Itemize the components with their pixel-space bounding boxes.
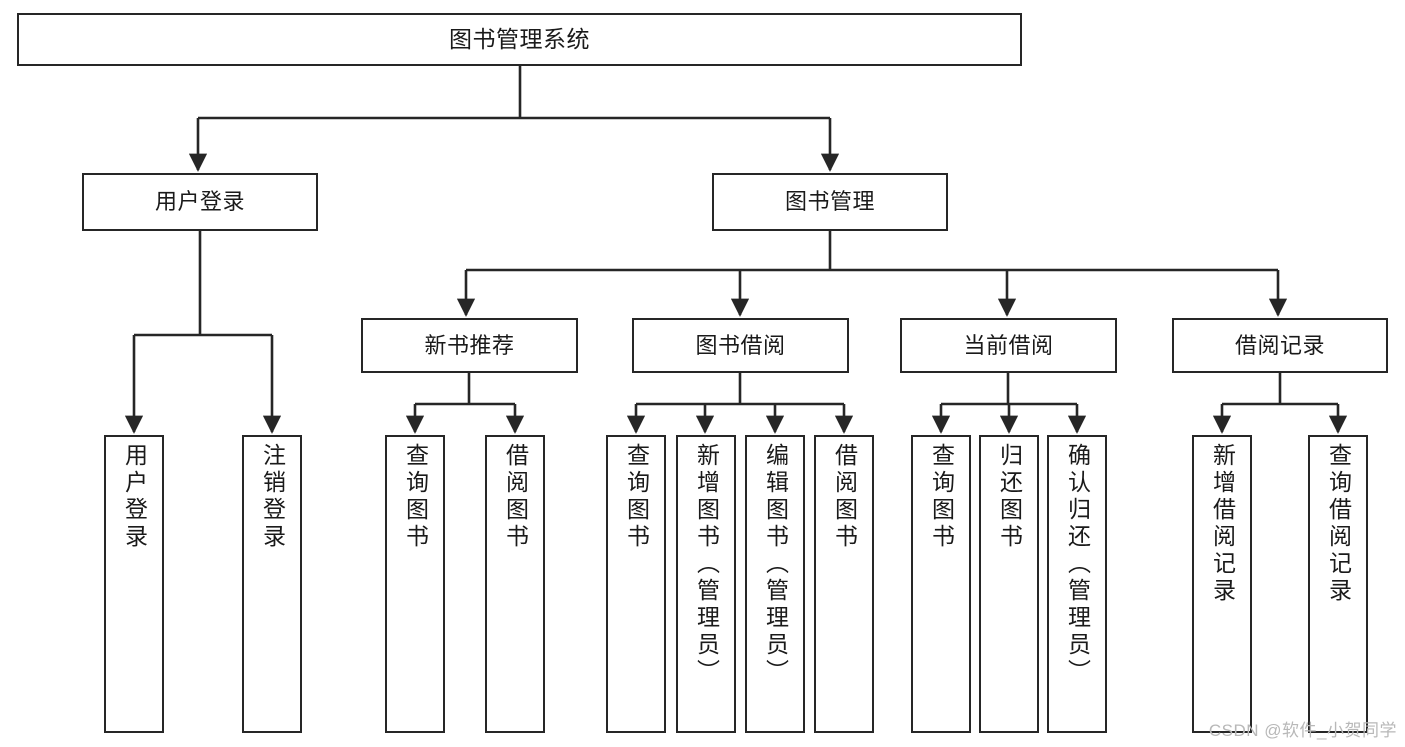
node-label: 新增借阅记录: [1209, 443, 1236, 605]
node-user-login[interactable]: 用户登录: [82, 173, 318, 231]
leaf-query-book-recommend[interactable]: 查询图书: [385, 435, 445, 733]
node-label: 当前借阅: [963, 332, 1054, 358]
node-label: 查询图书: [928, 443, 955, 551]
leaf-query-book-current[interactable]: 查询图书: [911, 435, 971, 733]
node-label: 借阅图书: [502, 443, 529, 551]
node-label: 查询图书: [623, 443, 650, 551]
node-label: 查询图书: [402, 443, 429, 551]
node-label: 注销登录: [259, 443, 286, 551]
node-borrow-record[interactable]: 借阅记录: [1172, 318, 1388, 373]
node-book-management[interactable]: 图书管理: [712, 173, 948, 231]
node-new-book-recommend[interactable]: 新书推荐: [361, 318, 578, 373]
node-label: 查询借阅记录: [1325, 443, 1352, 605]
node-label: 图书管理系统: [449, 25, 590, 52]
node-label: 用户登录: [154, 189, 245, 215]
node-label: 归还图书: [996, 443, 1023, 551]
leaf-borrow-book-recommend[interactable]: 借阅图书: [485, 435, 545, 733]
node-current-borrow[interactable]: 当前借阅: [900, 318, 1117, 373]
csdn-watermark: CSDN @软件_小贺同学: [1208, 721, 1397, 740]
node-label: 新书推荐: [424, 332, 515, 358]
leaf-logout[interactable]: 注销登录: [242, 435, 302, 733]
leaf-add-book-admin[interactable]: 新增图书（管理员）: [676, 435, 736, 733]
node-root-book-management-system[interactable]: 图书管理系统: [17, 13, 1022, 66]
node-book-borrow[interactable]: 图书借阅: [632, 318, 849, 373]
node-label: 图书管理: [784, 189, 875, 215]
leaf-query-book-borrow[interactable]: 查询图书: [606, 435, 666, 733]
node-label: 图书借阅: [695, 332, 786, 358]
leaf-borrow-book[interactable]: 借阅图书: [814, 435, 874, 733]
leaf-confirm-return-admin[interactable]: 确认归还（管理员）: [1047, 435, 1107, 733]
leaf-user-login[interactable]: 用户登录: [104, 435, 164, 733]
node-label: 借阅图书: [831, 443, 858, 551]
leaf-return-book[interactable]: 归还图书: [979, 435, 1039, 733]
node-label: 借阅记录: [1234, 332, 1325, 358]
node-label: 编辑图书（管理员）: [762, 443, 789, 686]
leaf-query-borrow-record[interactable]: 查询借阅记录: [1308, 435, 1368, 733]
node-label: 用户登录: [121, 443, 148, 551]
node-label: 新增图书（管理员）: [693, 443, 720, 686]
node-label: 确认归还（管理员）: [1064, 443, 1091, 686]
leaf-add-borrow-record[interactable]: 新增借阅记录: [1192, 435, 1252, 733]
leaf-edit-book-admin[interactable]: 编辑图书（管理员）: [745, 435, 805, 733]
